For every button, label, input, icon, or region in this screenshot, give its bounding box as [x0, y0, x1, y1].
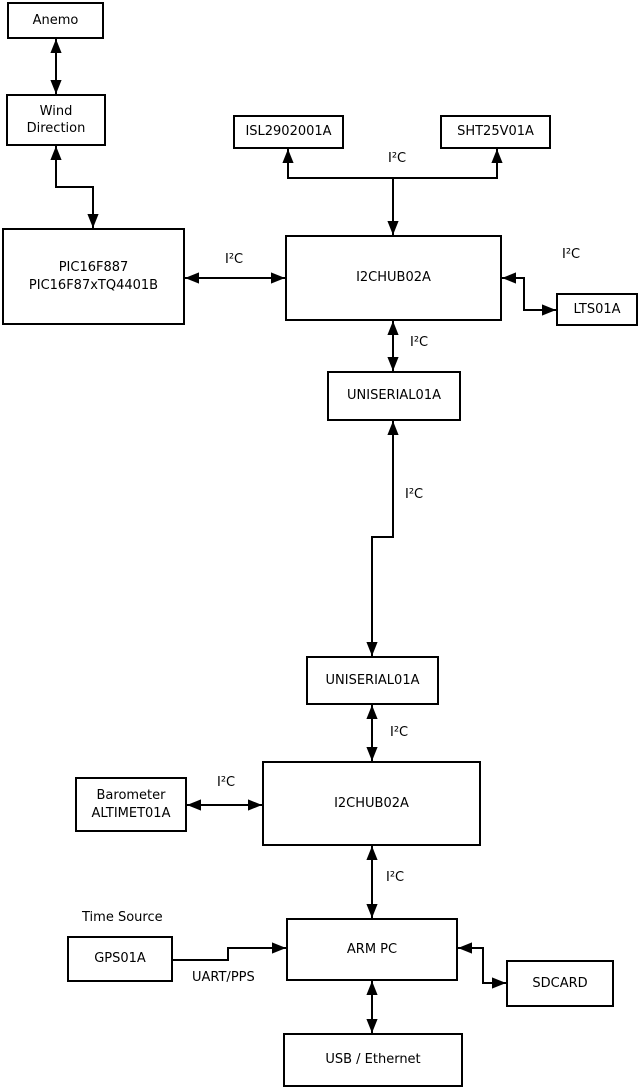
box-i2chub02a-top-label: I2CHUB02A [356, 270, 431, 286]
label-uart-pps: UART/PPS [192, 970, 255, 985]
label-i2c-uniserial-link: I²C [405, 487, 424, 502]
box-sht25v01a: SHT25V01A [440, 115, 551, 149]
box-arm-pc-label: ARM PC [346, 941, 398, 957]
connector-armpc-sdcard [458, 942, 506, 989]
box-i2chub02a-top: I2CHUB02A [285, 235, 502, 321]
box-usb-ethernet-label: USB / Ethernet [325, 1052, 421, 1068]
box-barometer-label-line2: ALTIMET01A [91, 805, 171, 821]
label-i2c-hub1-lts: I²C [562, 247, 581, 262]
box-i2chub02a-bottom-label: I2CHUB02A [334, 795, 409, 811]
label-time-source: Time Source [82, 910, 163, 925]
box-isl2902001a: ISL2902001A [233, 115, 344, 149]
connector-gps-armpc [173, 942, 286, 961]
box-lts01a: LTS01A [556, 293, 638, 326]
connector-hub1-sht [393, 149, 503, 179]
box-uniserial01a-bottom: UNISERIAL01A [306, 656, 439, 705]
box-anemo: Anemo [7, 2, 104, 39]
box-wind-direction-label-line2: Direction [26, 121, 86, 136]
box-wind-direction-label-line1: Wind [39, 103, 73, 119]
connector-hub1-lts [502, 272, 556, 316]
label-i2c-hub2-armpc: I²C [386, 870, 405, 885]
box-pic-microcontroller: PIC16F887 PIC16F87xTQ4401B [2, 228, 185, 325]
label-i2c-barometer-hub2: I²C [217, 775, 236, 790]
box-isl2902001a-label: ISL2902001A [245, 124, 332, 140]
box-i2chub02a-bottom: I2CHUB02A [262, 761, 481, 846]
box-wind-direction: Wind Direction [6, 94, 106, 146]
connector-uniserial1-uniserial2 [366, 421, 399, 656]
connector-wind-pic [50, 146, 99, 228]
box-sdcard: SDCARD [506, 960, 614, 1007]
label-i2c-pic-hub1: I²C [225, 252, 244, 267]
label-i2c-hub1-uniserial1: I²C [410, 335, 429, 350]
box-uniserial01a-top: UNISERIAL01A [327, 371, 461, 421]
box-sht25v01a-label: SHT25V01A [457, 124, 534, 140]
box-barometer-altimet01a: Barometer ALTIMET01A [75, 777, 187, 832]
box-barometer-label-line1: Barometer [96, 788, 166, 804]
box-arm-pc: ARM PC [286, 918, 458, 981]
label-i2c-uniserial2-hub2: I²C [390, 725, 409, 740]
box-uniserial01a-top-label: UNISERIAL01A [347, 388, 441, 404]
label-i2c-hub1-sensors: I²C [388, 151, 407, 166]
box-pic-label-line1: PIC16F887 [58, 260, 129, 276]
box-gps01a-label: GPS01A [94, 951, 146, 967]
box-lts01a-label: LTS01A [573, 301, 621, 317]
box-pic-label-line2: PIC16F87xTQ4401B [28, 277, 159, 293]
box-anemo-label: Anemo [32, 12, 79, 28]
box-sdcard-label: SDCARD [532, 975, 588, 991]
box-usb-ethernet: USB / Ethernet [283, 1033, 463, 1087]
box-gps01a: GPS01A [67, 936, 173, 982]
box-uniserial01a-bottom-label: UNISERIAL01A [325, 672, 420, 688]
connector-hub1-isl [282, 149, 399, 235]
